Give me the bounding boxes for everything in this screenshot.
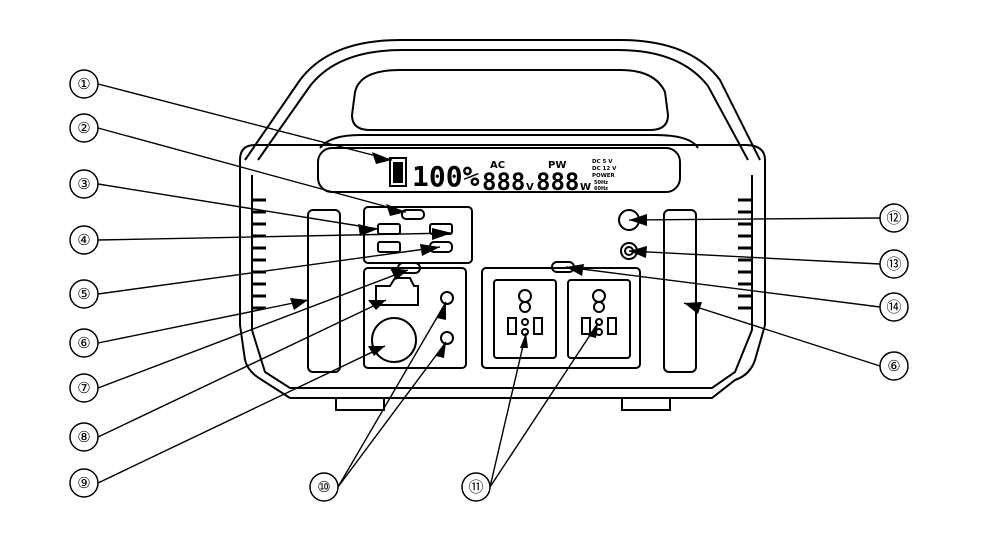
arrow-3 bbox=[358, 224, 378, 236]
callout-7-label: ⑦ bbox=[77, 379, 90, 397]
callout-10-label: ⑩ bbox=[317, 478, 330, 496]
vents bbox=[252, 198, 752, 310]
callouts: ① ② ③ ④ ⑤ ⑥ ⑦ ⑧ ⑨ ⑩ ⑪ ⑫ ⑬ ⑭ ⑥ bbox=[69, 69, 909, 502]
callout-8: ⑧ bbox=[69, 422, 99, 452]
body-inner bbox=[251, 175, 753, 389]
dc-jack-2 bbox=[440, 331, 454, 345]
battery-fill bbox=[393, 162, 403, 183]
callout-6: ⑥ bbox=[69, 328, 99, 358]
callout-11: ⑪ bbox=[461, 472, 491, 502]
arrow-6 bbox=[290, 298, 308, 310]
callout-3-label: ③ bbox=[77, 175, 90, 193]
ac-outlet-2 bbox=[567, 279, 631, 359]
foot-right bbox=[621, 397, 671, 411]
ac-outlet-1-detail bbox=[507, 289, 543, 336]
arrow-12 bbox=[629, 214, 647, 226]
display-small-5: 60Hz bbox=[594, 186, 608, 192]
dc-outlet-icon bbox=[375, 277, 419, 306]
usb-a-port-2 bbox=[377, 241, 401, 253]
arrow-6b bbox=[684, 302, 702, 314]
callout-13: ⑬ bbox=[879, 249, 909, 279]
ac-label: AC bbox=[490, 160, 505, 171]
leader-lines bbox=[97, 83, 881, 488]
display-window bbox=[317, 147, 681, 193]
device-outline bbox=[239, 39, 766, 411]
callout-8-label: ⑧ bbox=[77, 428, 90, 446]
callout-9-label: ⑨ bbox=[77, 474, 90, 492]
dc-panel bbox=[363, 267, 467, 369]
car-charger-socket bbox=[371, 317, 417, 363]
pw-label: PW bbox=[548, 160, 566, 171]
arrow-11a bbox=[520, 333, 528, 348]
handle-grip bbox=[350, 69, 670, 131]
handle-inner-top bbox=[319, 134, 699, 149]
ac-outlet-2-detail bbox=[581, 289, 617, 336]
usb-power-button bbox=[401, 209, 425, 220]
callout-3: ③ bbox=[69, 169, 99, 199]
callout-4-label: ④ bbox=[77, 231, 90, 249]
side-panel-left bbox=[307, 209, 341, 373]
arrow-4 bbox=[432, 228, 452, 240]
arrow-7 bbox=[390, 268, 408, 280]
callout-14-label: ⑭ bbox=[886, 298, 901, 316]
battery-icon bbox=[389, 157, 407, 187]
callout-5: ⑤ bbox=[69, 279, 99, 309]
ac-panel bbox=[481, 267, 641, 369]
callout-12: ⑫ bbox=[879, 203, 909, 233]
foot-left bbox=[335, 397, 385, 411]
usb-a-port-1 bbox=[377, 223, 401, 235]
ac-unit: V bbox=[526, 182, 534, 193]
callout-13-label: ⑬ bbox=[886, 255, 901, 273]
display-small-3: POWER bbox=[592, 173, 616, 179]
dc-power-button bbox=[397, 262, 421, 274]
display-small-4: 50Hz bbox=[594, 180, 608, 186]
callout-4: ④ bbox=[69, 225, 99, 255]
arrow-9 bbox=[368, 346, 385, 356]
callout-10: ⑩ bbox=[309, 472, 339, 502]
arrowheads bbox=[290, 152, 702, 358]
ac-outlet-1 bbox=[493, 279, 557, 359]
callout-6-right: ⑥ bbox=[879, 351, 909, 381]
callout-9: ⑨ bbox=[69, 468, 99, 498]
arrow-8 bbox=[368, 300, 386, 310]
display-small-1: DC 5 V bbox=[592, 159, 613, 165]
callout-5-label: ⑤ bbox=[77, 285, 90, 303]
display-content: 100% AC 888 V PW 888 W DC 5 V DC 12 V PO… bbox=[389, 157, 617, 196]
arrow-10a bbox=[437, 302, 446, 320]
arrow-13 bbox=[629, 246, 647, 258]
handle-outer-2 bbox=[257, 49, 749, 161]
side-panel-right bbox=[663, 209, 697, 373]
arrow-11b bbox=[588, 323, 598, 338]
callout-6-label: ⑥ bbox=[77, 334, 90, 352]
pw-unit: W bbox=[580, 182, 591, 193]
arrow-1 bbox=[372, 152, 392, 164]
arrow-2 bbox=[386, 204, 406, 216]
callout-2: ② bbox=[69, 113, 99, 143]
ac-value: 888 bbox=[482, 168, 525, 196]
display-small-2: DC 12 V bbox=[592, 166, 617, 172]
callout-7: ⑦ bbox=[69, 373, 99, 403]
callout-14: ⑭ bbox=[879, 292, 909, 322]
body-outline bbox=[239, 144, 766, 399]
callout-2-label: ② bbox=[77, 119, 90, 137]
callout-1: ① bbox=[69, 69, 99, 99]
arrow-5 bbox=[420, 244, 440, 256]
callout-1-label: ① bbox=[77, 75, 90, 93]
callout-12-label: ⑫ bbox=[886, 209, 901, 227]
dc-jack-1 bbox=[440, 291, 454, 305]
arrow-10b bbox=[436, 342, 446, 358]
handle-outer bbox=[244, 39, 761, 161]
callout-6b-label: ⑥ bbox=[887, 357, 900, 375]
battery-percent: 100% bbox=[412, 160, 480, 193]
arrow-14 bbox=[566, 264, 584, 276]
callout-11-label: ⑪ bbox=[468, 478, 483, 496]
pw-value: 888 bbox=[536, 168, 579, 196]
